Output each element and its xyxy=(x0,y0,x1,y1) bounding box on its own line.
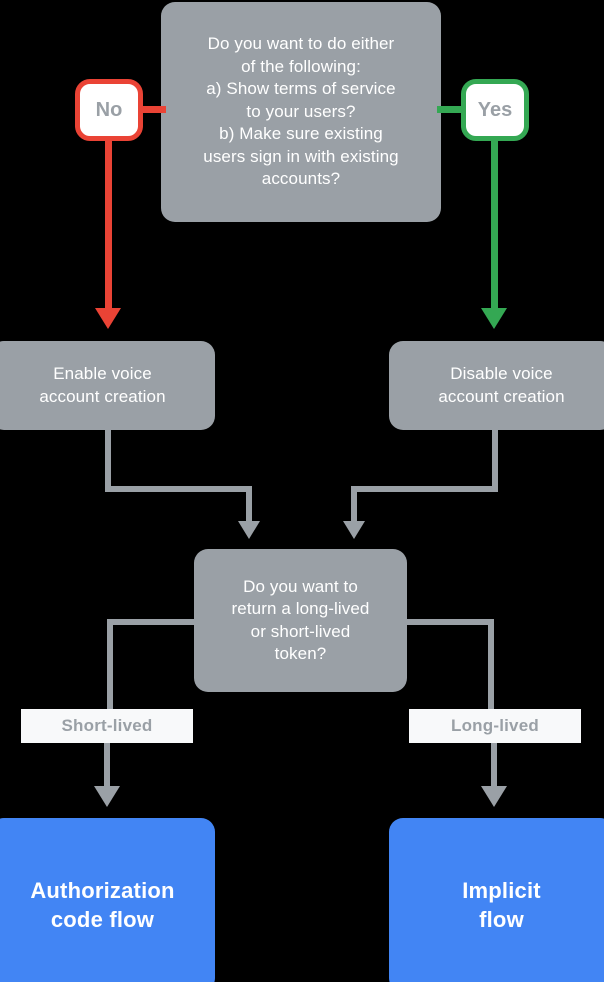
terminal-node-implicit-flow: Implicit flow xyxy=(389,818,604,982)
edge-token-to-long-vertical-a xyxy=(488,619,494,724)
edge-token-to-short-horizontal xyxy=(107,619,201,625)
branch-badge-yes[interactable]: Yes xyxy=(461,79,529,141)
edge-label-long-lived: Long-lived xyxy=(409,709,581,743)
terminal-node-authorization-code-flow: Authorization code flow xyxy=(0,818,215,982)
edge-no-to-enable-line xyxy=(105,136,112,311)
edge-enable-to-token-horizontal xyxy=(105,486,252,492)
edge-enable-to-token-arrowhead xyxy=(238,521,260,539)
edge-disable-to-token-arrowhead xyxy=(343,521,365,539)
edge-disable-to-token-vertical-a xyxy=(492,430,498,492)
edge-token-to-long-horizontal xyxy=(400,619,494,625)
edge-enable-to-token-vertical-b xyxy=(246,486,252,525)
edge-token-to-short-vertical-b xyxy=(104,738,110,792)
edge-disable-to-token-vertical-b xyxy=(351,486,357,525)
decision-node-terms-or-existing-users: Do you want to do either of the followin… xyxy=(161,2,441,222)
edge-question-to-yes-stub xyxy=(437,106,465,113)
edge-token-to-long-vertical-b xyxy=(491,738,497,792)
decision-node-token-lifetime: Do you want to return a long-lived or sh… xyxy=(194,549,407,692)
action-node-disable-voice-account-creation: Disable voice account creation xyxy=(389,341,604,430)
edge-no-to-enable-arrowhead xyxy=(95,308,121,329)
edge-long-to-implicit-arrowhead xyxy=(481,786,507,807)
edge-disable-to-token-horizontal xyxy=(351,486,498,492)
edge-enable-to-token-vertical-a xyxy=(105,430,111,492)
branch-badge-no[interactable]: No xyxy=(75,79,143,141)
edge-label-short-lived: Short-lived xyxy=(21,709,193,743)
edge-yes-to-disable-line xyxy=(491,136,498,311)
edge-question-to-no-stub xyxy=(138,106,166,113)
edge-yes-to-disable-arrowhead xyxy=(481,308,507,329)
edge-token-to-short-vertical-a xyxy=(107,619,113,724)
action-node-enable-voice-account-creation: Enable voice account creation xyxy=(0,341,215,430)
edge-short-to-auth-arrowhead xyxy=(94,786,120,807)
